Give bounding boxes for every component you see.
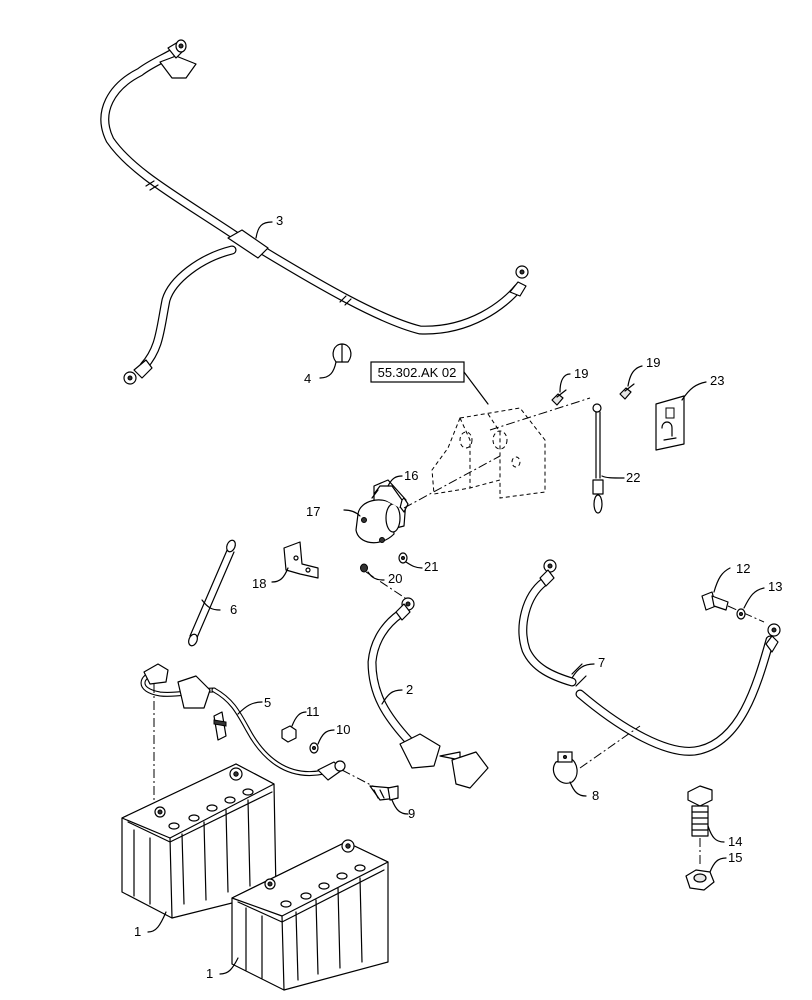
mounting-plate-phantom bbox=[431, 397, 591, 499]
battery-harness-5 bbox=[140, 663, 393, 797]
callout-washer-21: 21 bbox=[405, 559, 438, 574]
callout-label: 17 bbox=[306, 504, 320, 519]
callout-bolt-9: 9 bbox=[391, 799, 415, 821]
callout-label: 1 bbox=[206, 966, 213, 981]
callout-clamp-4: 4 bbox=[304, 361, 337, 386]
callout-decal-23: 23 bbox=[681, 373, 724, 401]
callout-washer-10: 10 bbox=[317, 722, 350, 745]
decal-23 bbox=[655, 395, 685, 451]
callout-label: 22 bbox=[626, 470, 640, 485]
callout-label: 2 bbox=[406, 682, 413, 697]
callout-bracket-18: 18 bbox=[252, 567, 289, 591]
callout-washer-13: 13 bbox=[743, 579, 782, 609]
callout-bracket-16: 16 bbox=[387, 468, 418, 487]
callout-nut-20: 20 bbox=[367, 571, 402, 586]
callout-label: 10 bbox=[336, 722, 350, 737]
callout-label: 14 bbox=[728, 834, 742, 849]
callout-nut-11: 11 bbox=[291, 704, 320, 727]
callout-cable-2: 2 bbox=[381, 682, 413, 705]
screw-19-right bbox=[619, 383, 635, 400]
callout-nut-15: 15 bbox=[709, 850, 742, 873]
battery-cable-2 bbox=[367, 597, 489, 789]
callout-cable-7: 7 bbox=[571, 655, 605, 679]
callout-label: 4 bbox=[304, 371, 311, 386]
callout-label: 7 bbox=[598, 655, 605, 670]
callout-clamp-8: 8 bbox=[569, 781, 599, 803]
callout-label: 1 bbox=[134, 924, 141, 939]
callout-screw-19b: 19 bbox=[627, 355, 660, 387]
battery-cable-harness-3 bbox=[100, 39, 529, 385]
nut-20 bbox=[360, 563, 368, 573]
bracket-18 bbox=[283, 541, 319, 579]
callout-label: 8 bbox=[592, 788, 599, 803]
callout-solenoid-17: 17 bbox=[306, 504, 361, 519]
battery-1-lower bbox=[231, 839, 389, 991]
callout-label: 20 bbox=[388, 571, 402, 586]
bolt-9 bbox=[369, 785, 399, 801]
callout-label: 11 bbox=[306, 704, 320, 719]
callout-label: 9 bbox=[408, 806, 415, 821]
washer-21 bbox=[398, 552, 408, 564]
callout-label: 19 bbox=[574, 366, 588, 381]
callout-label: 3 bbox=[276, 213, 283, 228]
reference-link-label: 55.302.AK 02 bbox=[378, 365, 457, 380]
washer-13 bbox=[736, 608, 746, 620]
callout-bolt-12: 12 bbox=[713, 561, 750, 593]
callout-screw-19a: 19 bbox=[559, 366, 588, 393]
callout-label: 13 bbox=[768, 579, 782, 594]
ground-strap-22 bbox=[592, 403, 604, 514]
callout-label: 5 bbox=[264, 695, 271, 710]
callout-strap-22: 22 bbox=[601, 470, 640, 485]
callout-label: 16 bbox=[404, 468, 418, 483]
callout-label: 23 bbox=[710, 373, 724, 388]
callout-harness-3: 3 bbox=[255, 213, 283, 239]
cable-clamp-8 bbox=[552, 751, 578, 784]
cable-clamp-4 bbox=[332, 343, 352, 363]
strap-6 bbox=[188, 539, 236, 647]
bolt-12 bbox=[701, 591, 765, 623]
callout-label: 19 bbox=[646, 355, 660, 370]
callout-harness-5: 5 bbox=[237, 695, 271, 715]
washer-10 bbox=[309, 742, 319, 754]
screw-19-left bbox=[551, 389, 567, 406]
callout-bolt-14: 14 bbox=[707, 825, 742, 849]
callout-strap-6: 6 bbox=[201, 599, 237, 617]
reference-link-box[interactable]: 55.302.AK 02 bbox=[370, 361, 489, 405]
bolt-14 bbox=[687, 785, 713, 866]
callout-label: 18 bbox=[252, 576, 266, 591]
nut-11 bbox=[281, 725, 297, 743]
flange-nut-15 bbox=[685, 869, 715, 891]
callout-battery-1a: 1 bbox=[134, 911, 167, 939]
callout-label: 6 bbox=[230, 602, 237, 617]
callout-label: 15 bbox=[728, 850, 742, 865]
battery-cable-7 bbox=[518, 559, 781, 756]
callout-label: 12 bbox=[736, 561, 750, 576]
battery-1-upper bbox=[121, 763, 277, 919]
mounting-bracket-16 bbox=[371, 485, 403, 509]
callout-battery-1b: 1 bbox=[206, 957, 239, 981]
callout-label: 21 bbox=[424, 559, 438, 574]
